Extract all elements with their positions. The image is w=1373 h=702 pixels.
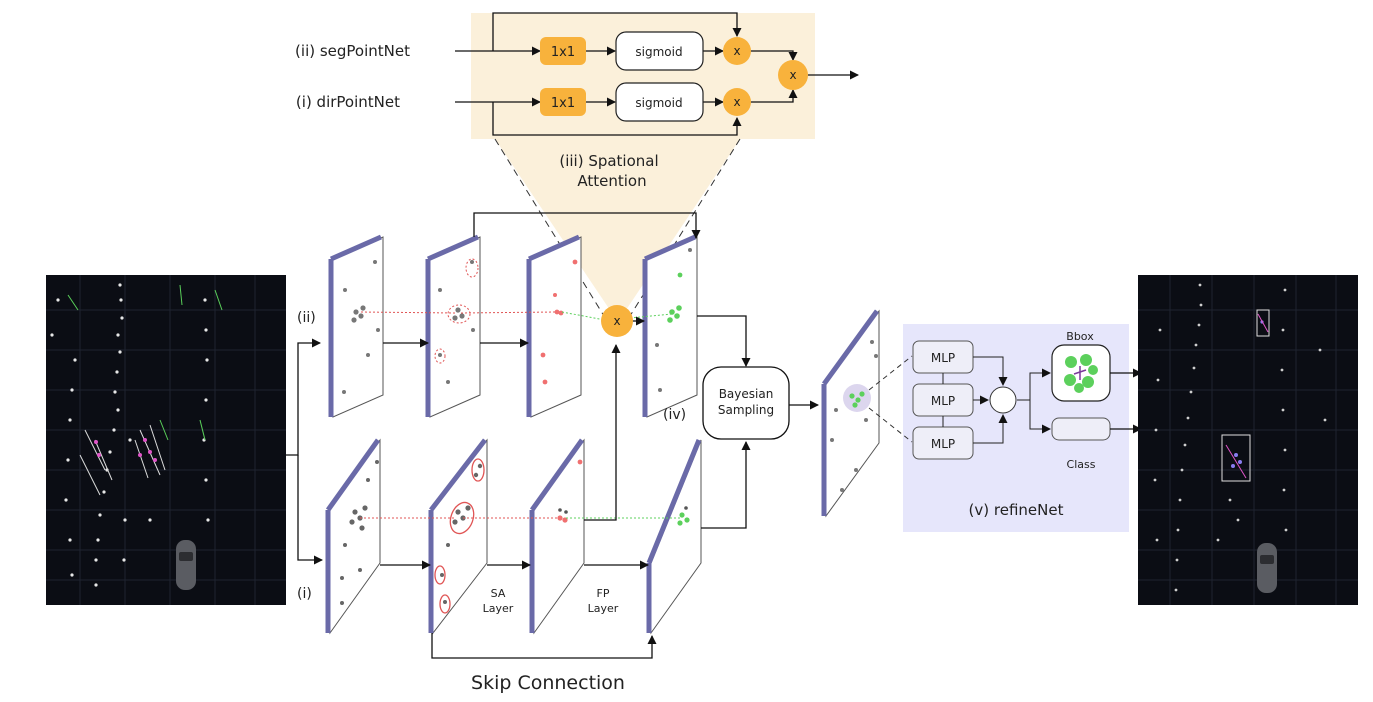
output-arrows	[1110, 368, 1142, 434]
upper-panel-4	[642, 234, 698, 418]
attention-wiring	[455, 12, 859, 136]
bbox-center-icon	[1073, 366, 1087, 380]
dir-pointnet-label: (i) dirPointNet	[296, 93, 400, 111]
conv1x1-top	[540, 37, 586, 65]
multiply-node-top	[723, 37, 751, 65]
correspondence-lines	[360, 311, 682, 519]
lower-panel-2	[428, 438, 488, 635]
conv1x1-bottom	[540, 88, 586, 116]
bbox-head	[1051, 344, 1111, 402]
input-lidar-image	[46, 275, 286, 605]
fusion-mult-symbol: x	[613, 314, 620, 328]
output-ego-car	[1257, 543, 1277, 593]
sampled-points-panel	[821, 309, 880, 518]
skip-connection-label: Skip Connection	[471, 672, 625, 694]
bayesian-line2: Sampling	[718, 403, 774, 417]
layer-flow-arrows	[380, 212, 819, 659]
multiply-node-bottom	[723, 88, 751, 116]
refinenet-title: (v) refineNet	[969, 501, 1064, 519]
mlp-label-1: MLP	[931, 351, 955, 365]
lower-panel-1	[325, 438, 381, 635]
output-lidar-image	[1138, 275, 1358, 605]
class-label: Class	[1067, 458, 1096, 471]
upper-panel-3	[526, 234, 582, 418]
attention-fusion-node	[601, 305, 633, 337]
upper-panel-2	[425, 234, 481, 418]
attention-title-line2: Attention	[577, 172, 646, 190]
upper-panel-1	[328, 234, 384, 418]
sa-layer-line1: SA	[491, 587, 506, 600]
mlp-label-2: MLP	[931, 394, 955, 408]
class-head	[1051, 417, 1111, 441]
detected-box-1	[1256, 309, 1270, 337]
seg-pointnet-label: (ii) segPointNet	[295, 42, 410, 60]
mult-symbol-top: x	[733, 44, 740, 58]
fp-layer-line1: FP	[597, 587, 610, 600]
branch-label-lower: (i)	[297, 586, 312, 602]
sigmoid-label-top: sigmoid	[635, 45, 682, 59]
bayesian-sampling-box	[702, 366, 790, 440]
sa-layer-line2: Layer	[483, 602, 514, 615]
attention-projection	[495, 139, 740, 322]
conv-label-top: 1x1	[551, 45, 575, 60]
attention-title-line1: (iii) Spational	[559, 152, 658, 170]
lower-panel-3	[529, 438, 585, 635]
fp-layer-line2: Layer	[588, 602, 619, 615]
refinenet-merge-node	[989, 386, 1017, 414]
branch-label-upper: (ii)	[297, 310, 316, 326]
mult-symbol-merge: x	[789, 68, 796, 82]
mult-symbol-bottom: x	[733, 95, 740, 109]
ego-car	[176, 540, 196, 590]
refinenet-wiring	[942, 356, 1051, 444]
mlp-label-3: MLP	[931, 437, 955, 451]
bayesian-line1: Bayesian	[719, 387, 774, 401]
lower-panel-4	[646, 439, 702, 635]
branch-split-lines	[286, 338, 323, 565]
sigmoid-bottom	[615, 82, 704, 122]
bbox-cluster	[1064, 354, 1098, 393]
branch-label-iv: (iv)	[663, 407, 686, 423]
sigmoid-top	[615, 31, 704, 71]
multiply-node-merge	[778, 60, 808, 90]
sigmoid-label-bottom: sigmoid	[635, 96, 682, 110]
detected-box-2	[1221, 434, 1251, 482]
bbox-label: Bbox	[1066, 330, 1094, 343]
conv-label-bottom: 1x1	[551, 96, 575, 111]
refinenet-zoom-lines	[868, 355, 913, 443]
